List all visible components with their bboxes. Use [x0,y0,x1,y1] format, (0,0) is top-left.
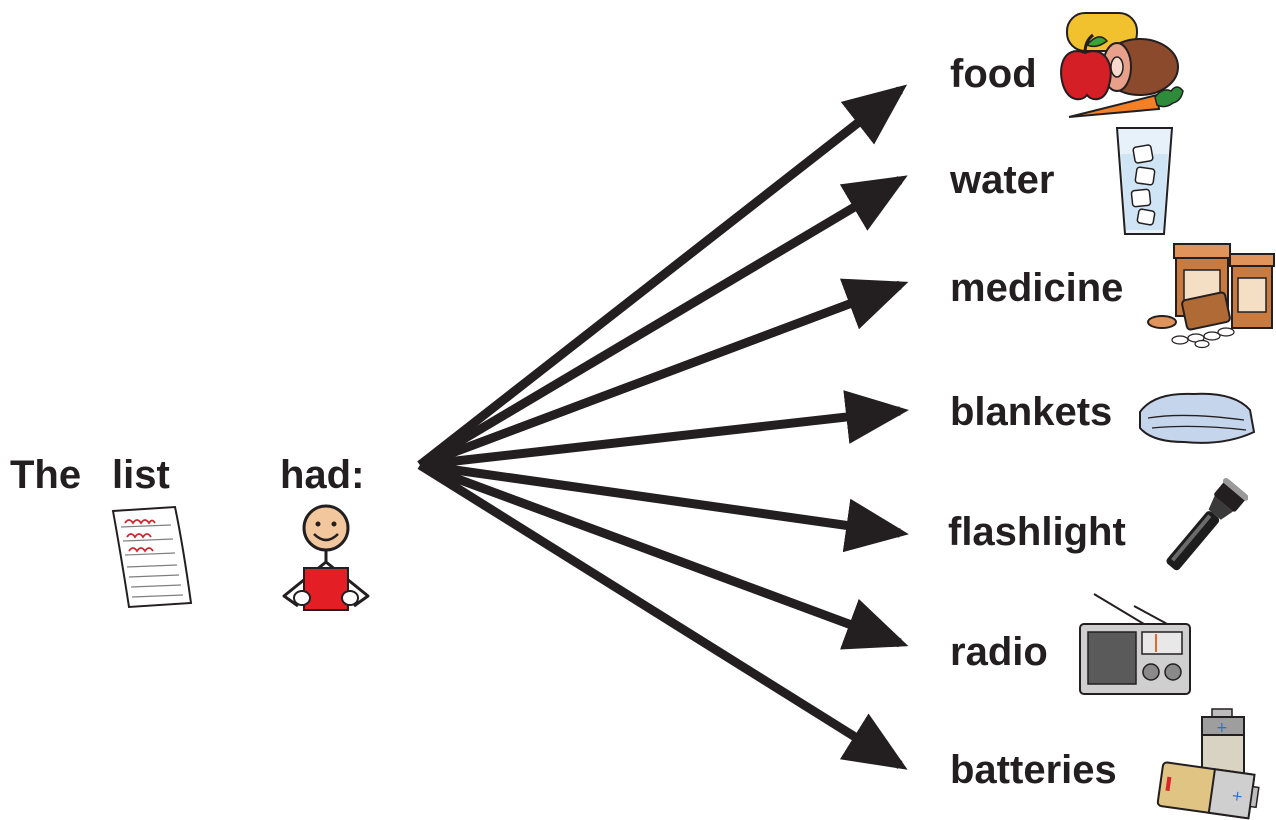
water-glass-icon [1115,127,1174,235]
item-label-flashlight: flashlight [948,510,1126,554]
word-had: had: [280,453,365,497]
radio-icon [1079,593,1191,695]
item-label-food: food [950,52,1037,96]
medicine-bottles-icon [1147,243,1275,349]
arrow-to-radio [418,460,909,650]
arrow-to-batteries [417,461,908,770]
flashlight-icon [1166,477,1248,571]
arrow-to-blankets [419,390,909,470]
word-the: The [10,453,82,497]
batteries-icon: + + [1156,708,1260,820]
item-label-blankets: blankets [950,390,1113,434]
arrow-to-medicine [418,278,909,470]
svg-text:+: + [1230,788,1244,805]
item-label-batteries: batteries [950,748,1117,792]
arrow-to-food [417,84,908,469]
word-list: list [112,453,170,497]
person-holding-book-icon [282,504,370,611]
svg-text:+: + [1216,720,1228,736]
item-label-radio: radio [950,630,1048,674]
list-paper-icon [111,505,193,609]
blanket-icon [1139,392,1256,444]
food-icon [1060,12,1184,118]
arrow-to-flashlight [419,460,909,553]
item-label-water: water [950,158,1055,202]
arrow-to-water [417,175,908,469]
item-label-medicine: medicine [950,266,1124,310]
